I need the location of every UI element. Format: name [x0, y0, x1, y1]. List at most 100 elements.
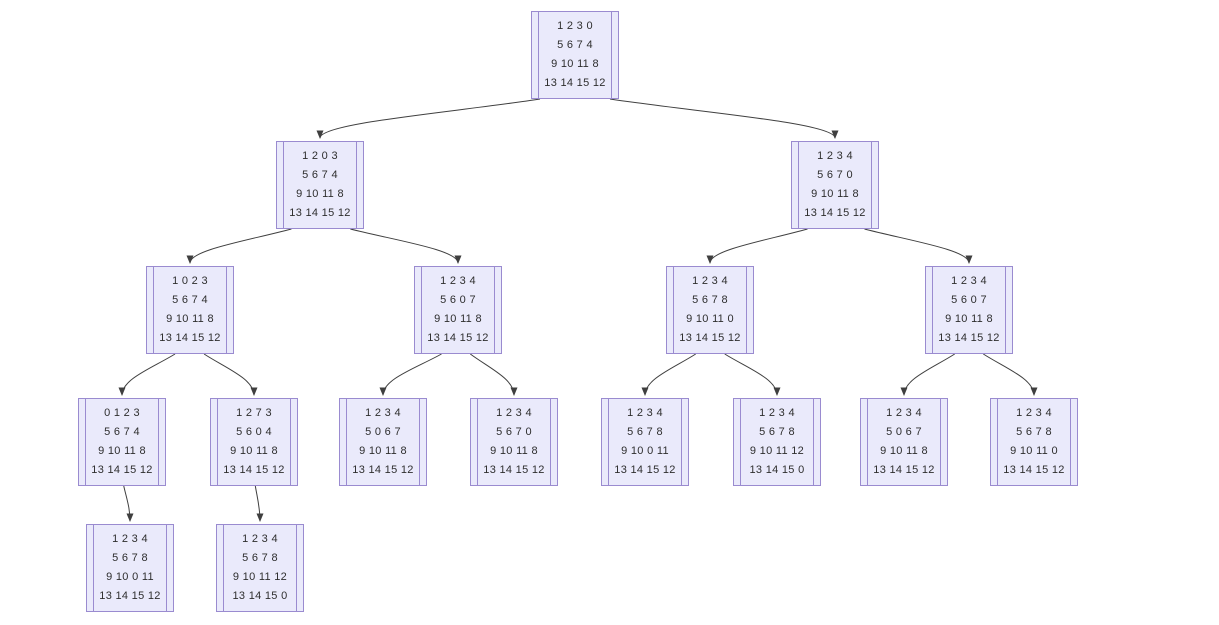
puzzle-row: 13 14 15 0 [232, 590, 288, 602]
node-right-divider [356, 142, 357, 228]
puzzle-row: 1 0 2 3 [172, 275, 208, 287]
puzzle-row: 1 2 3 4 [627, 407, 663, 419]
node-left-divider [740, 399, 741, 485]
node-left-divider [673, 267, 674, 353]
node-left-divider [798, 142, 799, 228]
puzzle-state-node-n9: 1 2 3 4 5 0 6 7 9 10 11 8 13 14 15 12 [339, 398, 427, 486]
tree-edge-n4-n10 [470, 353, 518, 396]
tree-edge-n5-n11 [641, 353, 696, 396]
puzzle-row: 5 6 7 4 [302, 169, 338, 181]
puzzle-row: 1 2 3 4 [440, 275, 476, 287]
puzzle-row: 13 14 15 0 [749, 464, 805, 476]
puzzle-state-node-n5: 1 2 3 4 5 6 7 8 9 10 11 0 13 14 15 12 [666, 266, 754, 354]
node-right-divider [419, 399, 420, 485]
puzzle-row: 13 14 15 12 [289, 207, 351, 219]
puzzle-row: 9 10 11 8 [166, 313, 214, 325]
puzzle-row: 1 2 3 4 [496, 407, 532, 419]
puzzle-row: 9 10 11 8 [98, 445, 146, 457]
node-left-divider [997, 399, 998, 485]
puzzle-row: 5 6 7 8 [627, 426, 663, 438]
puzzle-row: 1 2 3 4 [112, 533, 148, 545]
puzzle-grid: 1 2 3 4 5 6 7 8 9 10 0 11 13 14 15 12 [94, 525, 166, 611]
puzzle-state-node-n3: 1 0 2 3 5 6 7 4 9 10 11 8 13 14 15 12 [146, 266, 234, 354]
puzzle-state-node-n7: 0 1 2 3 5 6 7 4 9 10 11 8 13 14 15 12 [78, 398, 166, 486]
puzzle-row: 9 10 11 12 [232, 571, 288, 583]
node-right-divider [871, 142, 872, 228]
tree-edge-n8-n16 [254, 485, 264, 522]
puzzle-row: 9 10 11 8 [945, 313, 993, 325]
puzzle-row: 13 14 15 12 [614, 464, 676, 476]
tree-edge-n5-n12 [724, 353, 781, 396]
puzzle-state-node-n6: 1 2 3 4 5 6 0 7 9 10 11 8 13 14 15 12 [925, 266, 1013, 354]
puzzle-row: 5 0 6 7 [365, 426, 401, 438]
puzzle-row: 9 10 11 8 [811, 188, 859, 200]
puzzle-row: 5 6 0 4 [236, 426, 272, 438]
puzzle-state-node-n13: 1 2 3 4 5 0 6 7 9 10 11 8 13 14 15 12 [860, 398, 948, 486]
puzzle-row: 1 2 3 4 [365, 407, 401, 419]
puzzle-row: 9 10 11 12 [749, 445, 805, 457]
puzzle-state-node-n12: 1 2 3 4 5 6 7 8 9 10 11 12 13 14 15 0 [733, 398, 821, 486]
puzzle-row: 9 10 11 8 [230, 445, 278, 457]
puzzle-row: 5 6 7 8 [242, 552, 278, 564]
node-left-divider [283, 142, 284, 228]
puzzle-row: 5 6 7 8 [112, 552, 148, 564]
node-left-divider [932, 267, 933, 353]
tree-edge-n1-n3 [186, 228, 292, 264]
puzzle-grid: 1 2 7 3 5 6 0 4 9 10 11 8 13 14 15 12 [218, 399, 290, 485]
puzzle-row: 13 14 15 12 [427, 332, 489, 344]
puzzle-row: 5 6 0 7 [440, 294, 476, 306]
node-right-divider [681, 399, 682, 485]
puzzle-state-node-n11: 1 2 3 4 5 6 7 8 9 10 0 11 13 14 15 12 [601, 398, 689, 486]
puzzle-row: 5 6 7 0 [496, 426, 532, 438]
puzzle-grid: 1 2 3 4 5 6 7 8 9 10 0 11 13 14 15 12 [609, 399, 681, 485]
puzzle-row: 13 14 15 12 [679, 332, 741, 344]
puzzle-state-node-n1: 1 2 0 3 5 6 7 4 9 10 11 8 13 14 15 12 [276, 141, 364, 229]
puzzle-row: 1 2 3 4 [1016, 407, 1052, 419]
puzzle-state-node-n0: 1 2 3 0 5 6 7 4 9 10 11 8 13 14 15 12 [531, 11, 619, 99]
puzzle-state-node-n8: 1 2 7 3 5 6 0 4 9 10 11 8 13 14 15 12 [210, 398, 298, 486]
puzzle-row: 1 2 3 4 [242, 533, 278, 545]
puzzle-row: 1 2 7 3 [236, 407, 272, 419]
puzzle-row: 13 14 15 12 [804, 207, 866, 219]
node-right-divider [226, 267, 227, 353]
puzzle-row: 9 10 11 0 [1010, 445, 1058, 457]
puzzle-grid: 1 2 3 4 5 6 0 7 9 10 11 8 13 14 15 12 [422, 267, 494, 353]
puzzle-row: 5 6 7 4 [172, 294, 208, 306]
puzzle-row: 13 14 15 12 [159, 332, 221, 344]
puzzle-row: 9 10 11 8 [296, 188, 344, 200]
tree-edge-n3-n7 [118, 353, 176, 396]
puzzle-state-node-n16: 1 2 3 4 5 6 7 8 9 10 11 12 13 14 15 0 [216, 524, 304, 612]
node-right-divider [940, 399, 941, 485]
node-left-divider [217, 399, 218, 485]
puzzle-row: 13 14 15 12 [483, 464, 545, 476]
tree-edge-n7-n15 [123, 485, 134, 522]
puzzle-grid: 1 2 3 4 5 6 0 7 9 10 11 8 13 14 15 12 [933, 267, 1005, 353]
puzzle-row: 13 14 15 12 [352, 464, 414, 476]
puzzle-grid: 1 2 3 4 5 6 7 8 9 10 11 12 13 14 15 0 [741, 399, 813, 485]
puzzle-row: 13 14 15 12 [873, 464, 935, 476]
puzzle-row: 9 10 11 0 [686, 313, 734, 325]
puzzle-state-node-n4: 1 2 3 4 5 6 0 7 9 10 11 8 13 14 15 12 [414, 266, 502, 354]
tree-edge-n3-n8 [203, 353, 258, 396]
tree-edge-n0-n2 [609, 98, 839, 139]
node-right-divider [611, 12, 612, 98]
puzzle-row: 1 2 3 4 [692, 275, 728, 287]
node-left-divider [538, 12, 539, 98]
puzzle-grid: 1 2 3 4 5 6 7 8 9 10 11 0 13 14 15 12 [674, 267, 746, 353]
puzzle-row: 9 10 11 8 [551, 58, 599, 70]
node-left-divider [477, 399, 478, 485]
puzzle-grid: 1 2 3 4 5 0 6 7 9 10 11 8 13 14 15 12 [347, 399, 419, 485]
tree-edge-n2-n5 [706, 228, 808, 264]
tree-edge-n6-n13 [900, 353, 955, 396]
puzzle-row: 1 2 3 0 [557, 20, 593, 32]
puzzle-state-node-n2: 1 2 3 4 5 6 7 0 9 10 11 8 13 14 15 12 [791, 141, 879, 229]
puzzle-grid: 1 0 2 3 5 6 7 4 9 10 11 8 13 14 15 12 [154, 267, 226, 353]
tree-edge-n2-n6 [864, 228, 973, 264]
puzzle-row: 13 14 15 12 [938, 332, 1000, 344]
node-right-divider [746, 267, 747, 353]
node-left-divider [223, 525, 224, 611]
node-right-divider [158, 399, 159, 485]
puzzle-row: 5 6 7 8 [1016, 426, 1052, 438]
puzzle-row: 13 14 15 12 [91, 464, 153, 476]
